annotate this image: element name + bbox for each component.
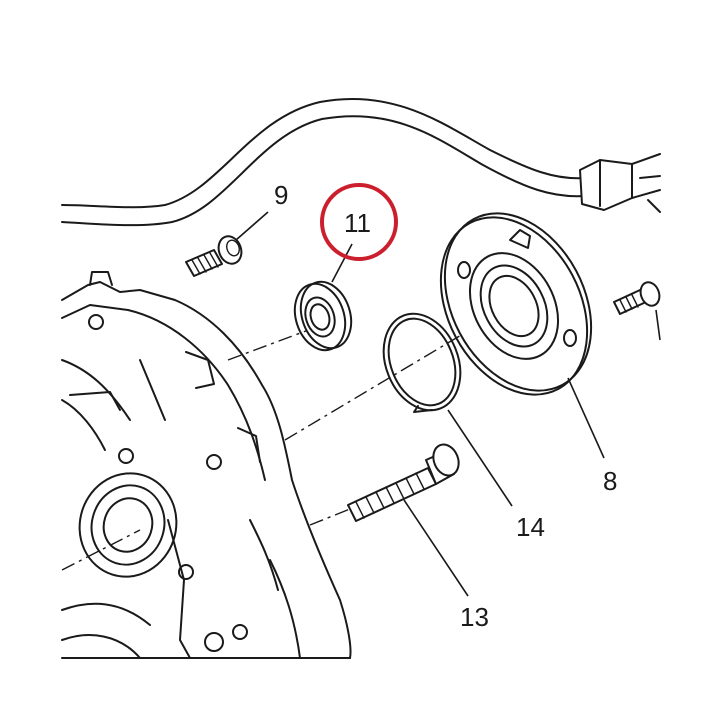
screw-part-9 bbox=[185, 235, 243, 277]
o-ring-part-14 bbox=[382, 312, 462, 413]
screw-right bbox=[613, 281, 661, 341]
label-part-11: 11 bbox=[344, 208, 371, 238]
wire-harness bbox=[61, 97, 661, 227]
highlight-circle bbox=[320, 183, 398, 261]
label-part-8: 8 bbox=[603, 466, 617, 496]
label-part-13: 13 bbox=[460, 602, 489, 632]
leader-13 bbox=[403, 499, 469, 597]
oil-seal-part-11 bbox=[293, 280, 353, 352]
label-part-9: 9 bbox=[274, 180, 288, 210]
bolt-part-13 bbox=[347, 443, 460, 522]
housing-cover bbox=[61, 271, 352, 659]
leader-14 bbox=[447, 409, 513, 507]
leader-9 bbox=[235, 211, 269, 241]
leader-lines bbox=[235, 211, 605, 597]
leader-8 bbox=[567, 377, 605, 459]
leader-11 bbox=[331, 243, 353, 283]
label-part-14: 14 bbox=[516, 512, 545, 542]
plate-part-8 bbox=[439, 212, 593, 396]
